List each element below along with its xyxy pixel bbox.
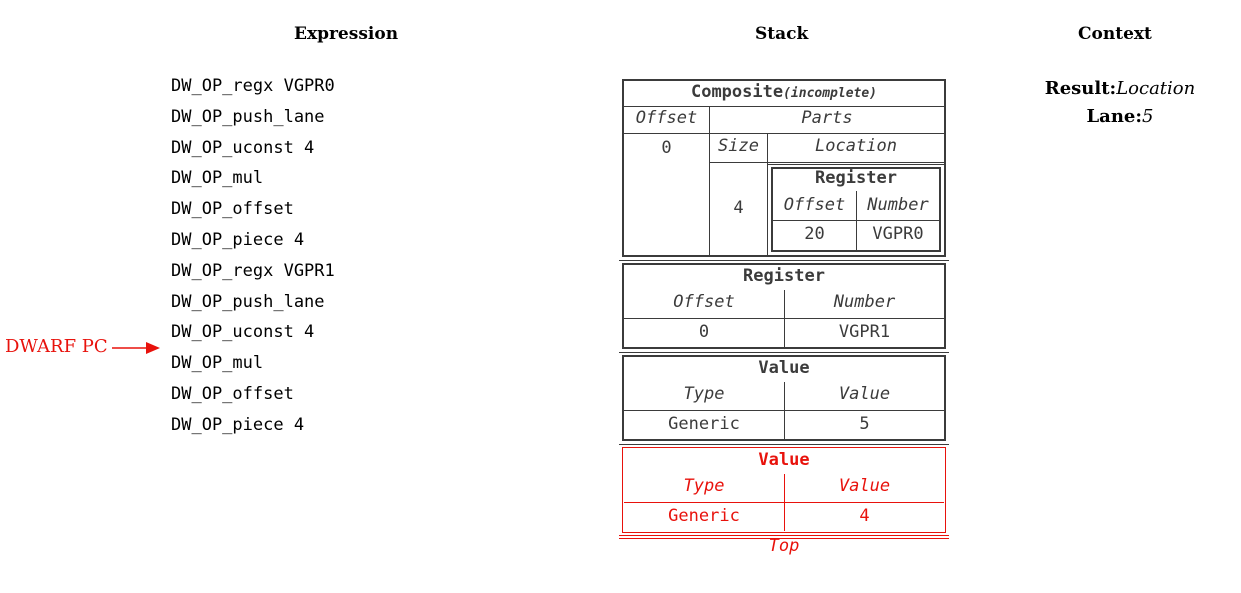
- divider: [624, 133, 709, 134]
- stack-separator: [619, 260, 949, 261]
- value-type-header: Type: [683, 384, 725, 404]
- divider: [709, 106, 710, 255]
- expression-op: DW_OP_piece 4: [171, 414, 305, 435]
- nested-register-box: [771, 167, 941, 252]
- top-value-type-header: Type: [683, 476, 725, 496]
- composite-parts-header: Parts: [801, 108, 853, 128]
- divider: [624, 410, 944, 411]
- result-value: Location: [1116, 78, 1196, 99]
- expression-op: DW_OP_piece 4: [171, 229, 305, 250]
- context-result: Result:Location: [1020, 78, 1220, 99]
- top-value-title: Value: [758, 450, 810, 470]
- top-value-box: [622, 447, 946, 533]
- register-offset-value: 0: [698, 322, 710, 342]
- nested-register-offset-header: Offset: [783, 195, 846, 215]
- top-value-value-header: Value: [838, 476, 891, 496]
- divider: [767, 134, 768, 255]
- top-separator: [619, 538, 949, 539]
- composite-offset-header: Offset: [635, 108, 698, 128]
- register-offset-header: Offset: [673, 292, 735, 312]
- value-box: [622, 355, 946, 441]
- composite-location-header: Location: [815, 136, 897, 156]
- expression-op: DW_OP_push_lane: [171, 291, 325, 312]
- dwarf-pc-label: DWARF PC: [5, 336, 108, 357]
- composite-offset-value: 0: [661, 138, 672, 158]
- stack-separator: [619, 444, 949, 445]
- register-number-header: Number: [833, 292, 896, 312]
- composite-size-header: Size: [718, 136, 759, 156]
- divider: [710, 162, 944, 163]
- nested-register-number-header: Number: [867, 195, 929, 215]
- divider: [768, 164, 944, 165]
- expression-op: DW_OP_offset: [171, 383, 294, 404]
- top-value-type-value: Generic: [668, 506, 740, 526]
- value-title: Value: [758, 358, 810, 378]
- value-type-value: Generic: [668, 414, 740, 434]
- expression-header: Expression: [294, 24, 399, 44]
- composite-box: [622, 79, 946, 257]
- expression-op: DW_OP_uconst 4: [171, 322, 315, 343]
- nested-register-offset-value: 20: [804, 224, 825, 244]
- context-header: Context: [1078, 24, 1152, 44]
- expression-op: DW_OP_mul: [171, 168, 264, 189]
- expression-op: DW_OP_regx VGPR1: [171, 260, 335, 281]
- pc-arrow-icon: [112, 342, 160, 354]
- lane-label: Lane:: [1086, 106, 1143, 127]
- divider: [624, 502, 944, 503]
- context-lane: Lane:5: [1020, 106, 1220, 127]
- result-label: Result:: [1044, 78, 1117, 99]
- divider: [624, 318, 944, 319]
- nested-register-number-value: VGPR0: [872, 224, 924, 244]
- stack-separator: [619, 352, 949, 353]
- nested-register-title: Register: [815, 168, 897, 188]
- divider: [773, 220, 939, 221]
- register-box: [622, 263, 946, 349]
- stack-header: Stack: [755, 24, 809, 44]
- value-value-value: 5: [859, 414, 870, 434]
- expression-list: DW_OP_regx VGPR0 DW_OP_push_lane DW_OP_u…: [171, 73, 335, 443]
- expression-op: DW_OP_push_lane: [171, 106, 325, 127]
- expression-op: DW_OP_uconst 4: [171, 137, 315, 158]
- composite-size-value: 4: [733, 198, 744, 218]
- expression-op: DW_OP_mul: [171, 353, 264, 374]
- composite-title: Composite(incomplete): [690, 82, 878, 102]
- top-separator: [619, 535, 949, 536]
- register-title: Register: [743, 266, 825, 286]
- divider: [624, 106, 944, 107]
- register-number-value: VGPR1: [838, 322, 891, 342]
- top-label: Top: [768, 536, 800, 556]
- expression-op: DW_OP_offset: [171, 199, 294, 220]
- value-value-header: Value: [838, 384, 891, 404]
- expression-op: DW_OP_regx VGPR0: [171, 76, 335, 96]
- top-value-value-value: 4: [859, 506, 870, 526]
- divider: [710, 133, 944, 134]
- lane-value: 5: [1142, 106, 1154, 127]
